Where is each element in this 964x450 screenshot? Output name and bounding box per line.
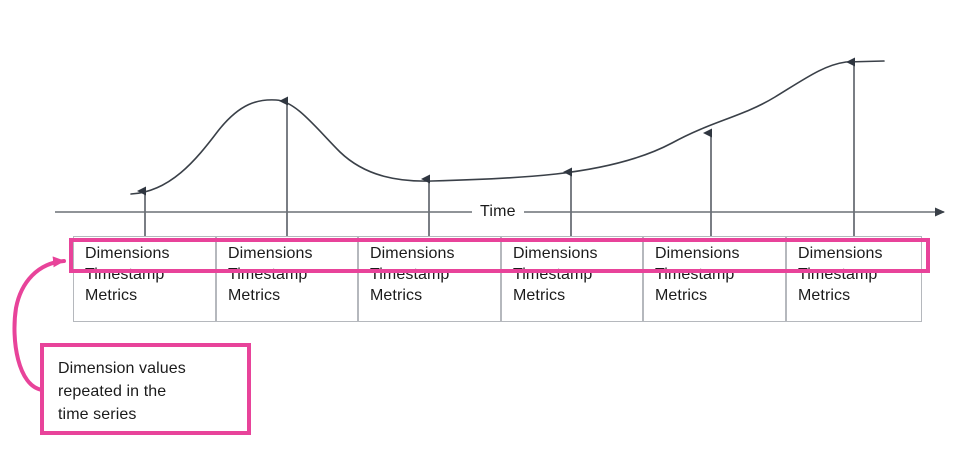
record-metrics-label: Metrics bbox=[85, 287, 138, 304]
time-axis-label: Time bbox=[472, 203, 524, 221]
record-metrics-label: Metrics bbox=[370, 287, 423, 304]
record-timestamp-label: Timestamp bbox=[85, 266, 165, 283]
record-metrics-label: Metrics bbox=[228, 287, 281, 304]
record-dimensions-label: Dimensions bbox=[655, 245, 740, 262]
record-timestamp-label: Timestamp bbox=[370, 266, 450, 283]
annotation-line-3: time series bbox=[58, 406, 137, 423]
record-dimensions-label: Dimensions bbox=[85, 245, 170, 262]
record-dimensions-label: Dimensions bbox=[228, 245, 313, 262]
metric-curve bbox=[130, 60, 885, 195]
record-timestamp-label: Timestamp bbox=[228, 266, 308, 283]
record-timestamp-label: Timestamp bbox=[798, 266, 878, 283]
record-box-6[interactable]: Dimensions Timestamp Metrics bbox=[786, 236, 922, 322]
record-timestamp-label: Timestamp bbox=[513, 266, 593, 283]
record-box-4[interactable]: Dimensions Timestamp Metrics bbox=[501, 236, 643, 322]
record-dimensions-label: Dimensions bbox=[798, 245, 883, 262]
annotation-line-2: repeated in the bbox=[58, 383, 167, 400]
record-box-3[interactable]: Dimensions Timestamp Metrics bbox=[358, 236, 501, 322]
annotation-callout: Dimension values repeated in the time se… bbox=[40, 343, 251, 435]
record-box-2[interactable]: Dimensions Timestamp Metrics bbox=[216, 236, 358, 322]
record-dimensions-label: Dimensions bbox=[513, 245, 598, 262]
record-metrics-label: Metrics bbox=[655, 287, 708, 304]
record-timestamp-label: Timestamp bbox=[655, 266, 735, 283]
annotation-connector-arrow bbox=[12, 256, 66, 392]
record-metrics-label: Metrics bbox=[798, 287, 851, 304]
record-dimensions-label: Dimensions bbox=[370, 245, 455, 262]
record-metrics-label: Metrics bbox=[513, 287, 566, 304]
annotation-line-1: Dimension values bbox=[58, 360, 186, 377]
record-box-1[interactable]: Dimensions Timestamp Metrics bbox=[73, 236, 216, 322]
record-box-5[interactable]: Dimensions Timestamp Metrics bbox=[643, 236, 786, 322]
